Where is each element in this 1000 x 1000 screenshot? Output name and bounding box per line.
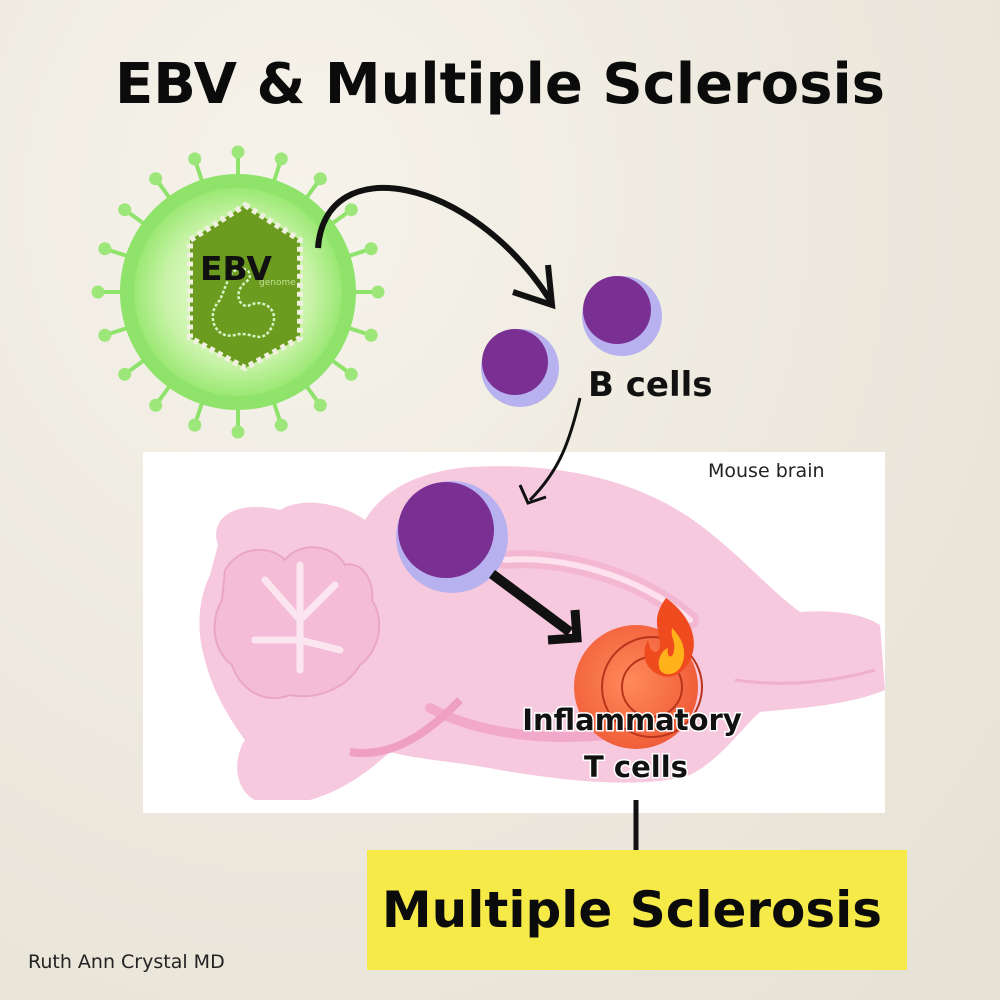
- arrowhead-virus-to-bcells: [512, 264, 556, 310]
- virus-spike-knob: [188, 152, 202, 166]
- virus-spike-knob: [149, 398, 163, 412]
- virus-spike-knob: [118, 367, 132, 381]
- virus-spike-knob: [364, 242, 378, 256]
- virus-spike-knob: [91, 285, 105, 299]
- virus-genome-icon: [211, 267, 276, 339]
- arrow-bcells-to-brain: [528, 397, 582, 502]
- fire-icon: [644, 598, 694, 677]
- virus-spikes: [91, 145, 385, 439]
- b-cell-in-brain: [396, 481, 508, 593]
- outcome-box: Multiple Sclerosis: [367, 850, 907, 970]
- ebv-label: EBV: [200, 249, 272, 288]
- virus-spike-knob: [118, 203, 132, 217]
- virus-spike-knob: [371, 285, 385, 299]
- virus-spike-knob: [98, 242, 112, 256]
- b-cell-1: [582, 276, 662, 356]
- virus-spike-knob: [274, 418, 288, 432]
- virus-spike-knob: [149, 172, 163, 186]
- t-cells-label-line2: T cells: [584, 750, 688, 784]
- virus-spike-knob: [313, 398, 327, 412]
- b-cell-2: [481, 329, 559, 407]
- author-credit: Ruth Ann Crystal MD: [28, 951, 225, 973]
- virus-spike-knob: [344, 367, 358, 381]
- arrowhead-bcell-to-tcells: [547, 609, 582, 645]
- arrowhead-bcells-to-brain: [518, 484, 547, 505]
- t-cells-label-line1: Inflammatory: [522, 703, 742, 737]
- arrow-virus-to-bcells: [315, 184, 553, 302]
- genome-label: genome: [259, 278, 296, 288]
- virus-spike-knob: [364, 328, 378, 342]
- virus-spike-knob: [313, 172, 327, 186]
- outcome-label: Multiple Sclerosis: [381, 881, 883, 939]
- virus-spike-knob: [274, 152, 288, 166]
- b-cells-label: B cells: [588, 365, 713, 405]
- virus-spike-knob: [231, 425, 245, 439]
- ebv-virus-icon: genome EBV: [91, 145, 385, 439]
- mouse-brain-label: Mouse brain: [708, 460, 825, 482]
- virus-spike-knob: [188, 418, 202, 432]
- virus-spike-knob: [98, 328, 112, 342]
- arrow-bcell-to-tcells: [489, 569, 573, 637]
- virus-spike-knob: [344, 203, 358, 217]
- virus-capsid: [187, 201, 303, 372]
- page-title: EBV & Multiple Sclerosis: [115, 52, 885, 117]
- virus-spike-knob: [231, 145, 245, 159]
